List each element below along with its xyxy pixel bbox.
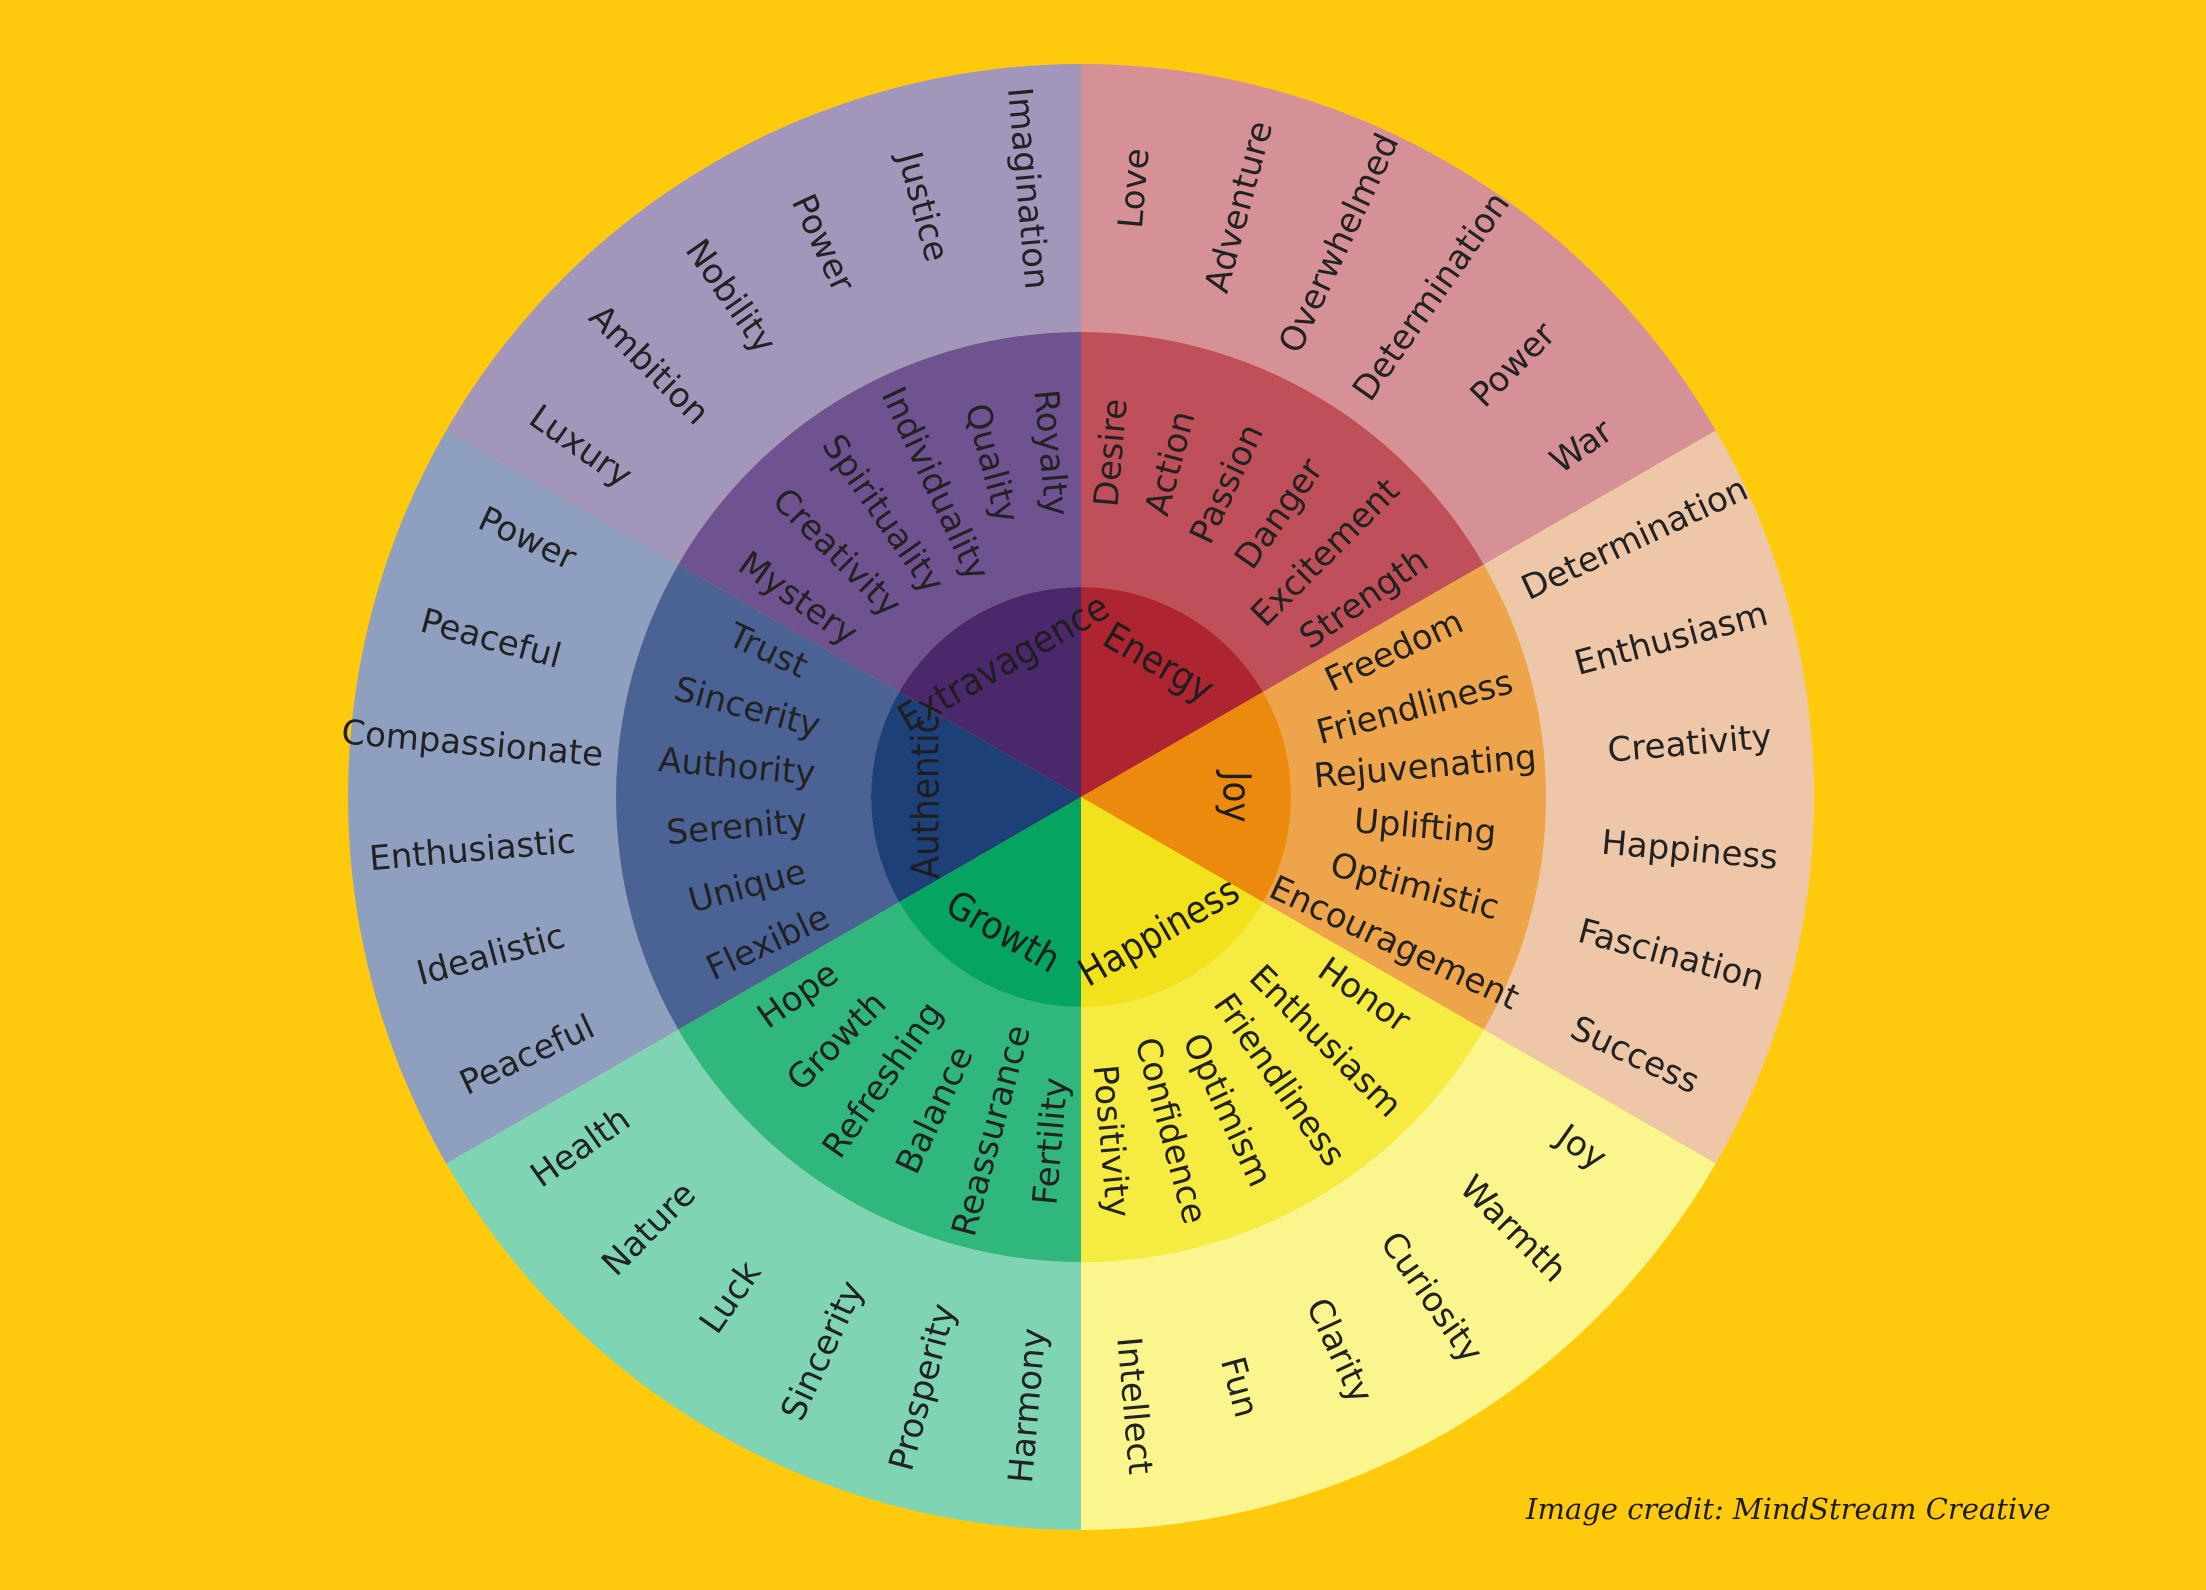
outer-ring-extravagence [446,64,1081,565]
core-segment-growth [899,797,1081,1007]
outer-word-love: Love [1111,147,1158,230]
core-segment-joy [1081,692,1292,902]
core-segment-extravagence [899,587,1081,797]
core-segment-energy [1081,587,1263,797]
core-segment-authentic [871,692,1081,902]
middle-ring-joy [1262,564,1546,1030]
image-credit: Image credit: MindStream Creative [1526,1492,2051,1526]
core-segment-happiness [1081,797,1263,1007]
outer-ring-energy [1081,64,1716,565]
middle-ring-extravagence [678,332,1081,692]
category-label-authentic: Authentic [904,715,948,880]
outer-ring-growth [446,1029,1081,1530]
middle-ring-energy [1081,332,1484,692]
middle-ring-authentic [616,564,900,1030]
middle-ring-happiness [1081,902,1484,1262]
outer-ring-joy [1483,430,1814,1164]
outer-ring-authentic [347,430,679,1164]
middle-word-desire: Desire [1086,397,1135,508]
category-label-joy: Joy [1214,769,1258,822]
middle-ring-growth [678,902,1081,1262]
wheel-sectors [347,64,1814,1530]
outer-ring-happiness [1081,1029,1716,1530]
